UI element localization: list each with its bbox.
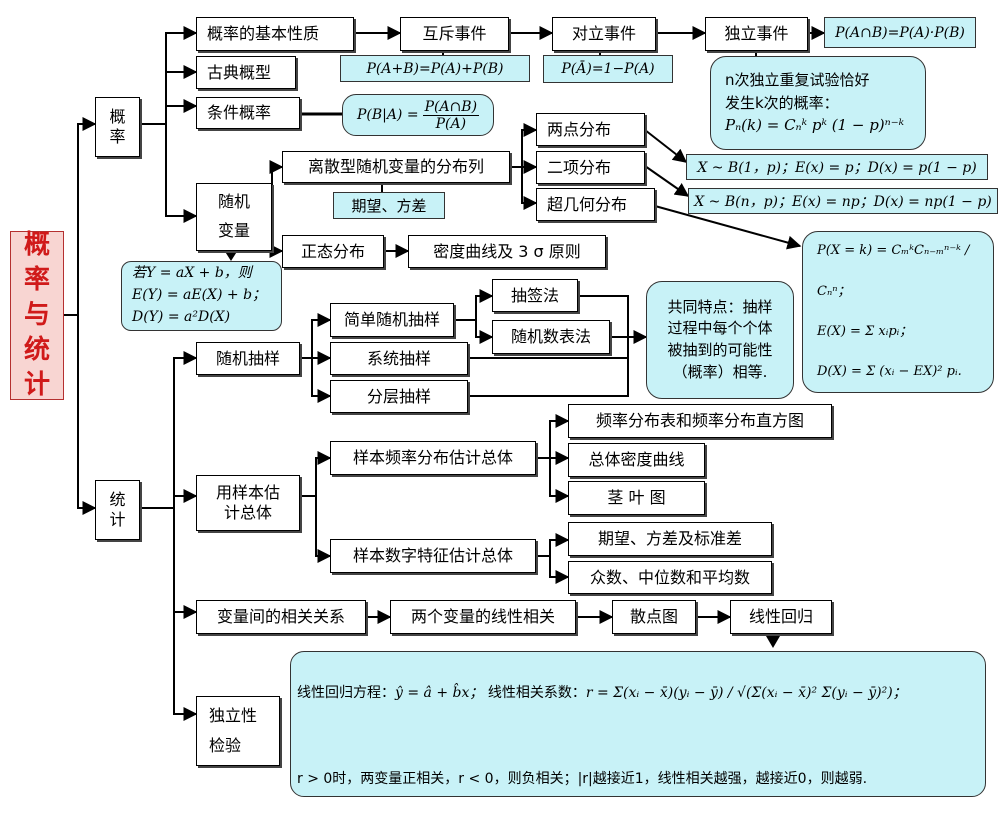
node-histogram: 频率分布表和频率分布直方图	[568, 404, 832, 438]
node-classical: 古典概型	[196, 56, 296, 89]
title-char: 与	[23, 299, 50, 330]
node-mean-variance: 期望、方差及标准差	[568, 522, 772, 556]
node-normal-distribution: 正态分布	[282, 235, 384, 268]
note-line: n次独立重复试验恰好	[725, 71, 870, 90]
conditional-lhs: P(B|A) =	[356, 107, 419, 123]
note-line: （概率）相等.	[672, 362, 768, 381]
conditional-denominator: P(A)	[435, 115, 467, 132]
node-line: 计总体	[223, 503, 272, 522]
note-line: D(Y) = a²D(X)	[132, 308, 231, 325]
corr-label: 线性相关系数：	[487, 685, 586, 701]
node-opposite: 对立事件	[552, 17, 656, 51]
note-line: 被抽到的可能性	[667, 341, 773, 359]
note-line: E(X) = Σ xᵢpᵢ；	[817, 324, 913, 339]
note-line: 过程中每个个体	[667, 319, 773, 338]
formula-two-point: X ~ B(1，p)；E(x) = p；D(x) = p(1 − p)	[686, 154, 988, 180]
formula-binomial: X ~ B(n，p)；E(x) = np；D(x) = np(1 − p)	[688, 188, 998, 214]
regression-eq: ŷ = â + b̂x；	[395, 685, 484, 701]
node-systematic-sampling: 系统抽样	[330, 342, 468, 375]
node-simple-sampling: 简单随机抽样	[330, 303, 454, 337]
node-random-variable: 随机变量	[196, 183, 272, 251]
node-sample-estimate: 用样本估 计总体	[196, 475, 300, 531]
node-random-table: 随机数表法	[492, 320, 610, 354]
node-line: 检验	[209, 736, 242, 755]
regression-conclusion: r > 0时，两变量正相关，r < 0，则负相关；|r|越接近1，线性相关越强，…	[297, 771, 868, 787]
node-mutex: 互斥事件	[400, 17, 509, 51]
note-line: 发生k次的概率：	[725, 93, 839, 112]
node-probability: 概率	[95, 97, 140, 157]
node-density-curve: 密度曲线及 3 σ 原则	[408, 235, 606, 268]
formula-independent: P(A∩B)=P(A)·P(B)	[824, 17, 976, 48]
node-statistics: 统计	[95, 480, 140, 540]
node-lottery: 抽签法	[492, 279, 578, 312]
node-discrete-distribution: 离散型随机变量的分布列	[282, 151, 510, 183]
formula-mutex: P(A+B)=P(A)+P(B)	[340, 55, 530, 82]
node-line: 独立性	[209, 705, 258, 725]
note-regression-formulas: 线性回归方程：ŷ = â + b̂x； 线性相关系数：r = Σ(xᵢ − x̄…	[290, 651, 986, 797]
note-line: D(X) = Σ (xᵢ − EX)² pᵢ.	[817, 364, 962, 380]
node-random-sampling: 随机抽样	[196, 342, 300, 375]
title-char: 计	[23, 370, 50, 401]
node-basic-properties: 概率的基本性质	[196, 17, 354, 51]
node-expectation-variance: 期望、方差	[333, 192, 445, 219]
node-linear-correlation: 两个变量的线性相关	[390, 600, 576, 634]
formula-conditional: P(B|A) = P(A∩B) P(A)	[342, 94, 494, 136]
arrow-down-icon	[766, 636, 780, 648]
note-hypergeometric: P(X = k) = CₘᵏCₙ₋ₘⁿ⁻ᵏ / Cₙⁿ； E(X) = Σ xᵢ…	[802, 231, 994, 393]
note-line: Pₙ(k) = Cₙᵏ pᵏ (1 − p)ⁿ⁻ᵏ	[725, 116, 905, 135]
note-line: 共同特点：抽样	[667, 297, 773, 316]
node-stem-leaf: 茎 叶 图	[568, 481, 705, 515]
note-line: 若Y = aX + b，则	[132, 265, 252, 282]
corr-eq: r = Σ(xᵢ − x̄)(yᵢ − ȳ) / √(Σ(xᵢ − x̄)² Σ…	[585, 685, 907, 701]
formula-opposite: P(Ā)=1−P(A)	[543, 55, 673, 83]
note-common-feature: 共同特点：抽样 过程中每个个体 被抽到的可能性 （概率）相等.	[646, 281, 794, 399]
node-independence-test: 独立性 检验	[196, 696, 280, 766]
node-two-point: 两点分布	[536, 113, 645, 146]
note-linear-transform: 若Y = aX + b，则 E(Y) = aE(X) + b； D(Y) = a…	[121, 261, 282, 331]
regression-line: 线性回归方程：ŷ = â + b̂x； 线性相关系数：r = Σ(xᵢ − x̄…	[297, 682, 907, 702]
node-binomial: 二项分布	[536, 151, 645, 184]
title-char: 概	[23, 229, 50, 260]
node-hypergeometric: 超几何分布	[536, 188, 655, 221]
regression-eq-label: 线性回归方程：	[297, 685, 395, 701]
note-n-trials: n次独立重复试验恰好 发生k次的概率： Pₙ(k) = Cₙᵏ pᵏ (1 − …	[710, 56, 926, 150]
node-numeric-estimate: 样本数字特征估计总体	[330, 539, 536, 573]
arrow-down-icon	[224, 250, 238, 261]
note-line: P(X = k) = CₘᵏCₙ₋ₘⁿ⁻ᵏ / Cₙⁿ；	[817, 243, 970, 299]
note-line: E(Y) = aE(X) + b；	[132, 287, 267, 304]
node-mode-median: 众数、中位数和平均数	[568, 561, 772, 594]
node-freq-estimate: 样本频率分布估计总体	[330, 441, 536, 475]
node-independent: 独立事件	[705, 17, 808, 51]
title-char: 统	[23, 335, 50, 366]
node-line: 用样本估	[215, 483, 280, 502]
node-density-curve-pop: 总体密度曲线	[568, 443, 705, 477]
node-correlation: 变量间的相关关系	[196, 600, 366, 634]
node-scatter: 散点图	[612, 600, 696, 634]
root-title: 概 率 与 统 计	[10, 229, 64, 401]
node-regression: 线性回归	[730, 600, 832, 634]
conditional-numerator: P(A∩B)	[422, 98, 480, 116]
title-char: 率	[23, 264, 50, 295]
node-stratified-sampling: 分层抽样	[330, 380, 468, 413]
node-conditional: 条件概率	[196, 97, 300, 129]
